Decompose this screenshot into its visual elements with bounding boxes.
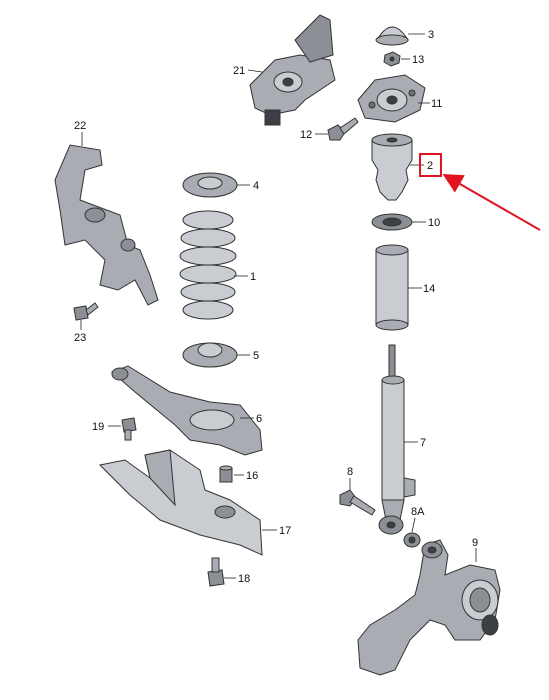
part-4-upper-spring-seat (182, 172, 250, 198)
part-11-strut-mount (357, 74, 430, 123)
part-19-bolt (108, 417, 137, 441)
label-4: 4 (253, 180, 259, 192)
label-7: 7 (420, 437, 426, 449)
part-2-bump-stop (371, 133, 424, 201)
part-5-lower-spring-seat (182, 342, 250, 368)
part-12-bolt (315, 117, 359, 141)
label-12: 12 (300, 129, 312, 141)
label-5: 5 (253, 350, 259, 362)
part-7-shock-absorber (378, 344, 418, 535)
label-13: 13 (412, 54, 424, 66)
highlight-box (419, 153, 442, 177)
part-16-buffer (219, 465, 244, 483)
label-14: 14 (423, 283, 435, 295)
label-1: 1 (250, 271, 256, 283)
part-23-bolt (73, 302, 99, 330)
label-22: 22 (74, 120, 86, 132)
part-18-bolt (207, 557, 236, 587)
label-2: 2 (427, 160, 433, 172)
label-19: 19 (92, 421, 104, 433)
label-3: 3 (428, 29, 434, 41)
label-9: 9 (472, 537, 478, 549)
part-3-protective-cap (375, 26, 425, 46)
part-8-bolt (339, 478, 376, 516)
part-13-nut (383, 51, 410, 67)
part-8a-nut (403, 517, 421, 548)
label-11: 11 (431, 98, 442, 110)
label-10: 10 (428, 217, 440, 229)
part-17-lower-arm-cover (98, 449, 277, 556)
label-8: 8 (347, 466, 353, 478)
part-9-wheel-bearing-housing (357, 539, 501, 676)
label-17: 17 (279, 525, 291, 537)
label-6: 6 (256, 413, 262, 425)
label-18: 18 (238, 573, 250, 585)
highlight-arrow (442, 174, 541, 231)
part-10-washer (371, 213, 426, 231)
part-14-dust-boot (375, 244, 422, 331)
part-22-bracket-linkage (54, 132, 159, 306)
part-6-control-arm (111, 365, 263, 456)
label-21: 21 (233, 65, 245, 77)
label-8a: 8A (411, 506, 425, 518)
part-1-coil-spring (179, 210, 248, 320)
label-16: 16 (246, 470, 258, 482)
part-21-mount-bracket (247, 14, 336, 126)
label-23: 23 (74, 332, 86, 344)
